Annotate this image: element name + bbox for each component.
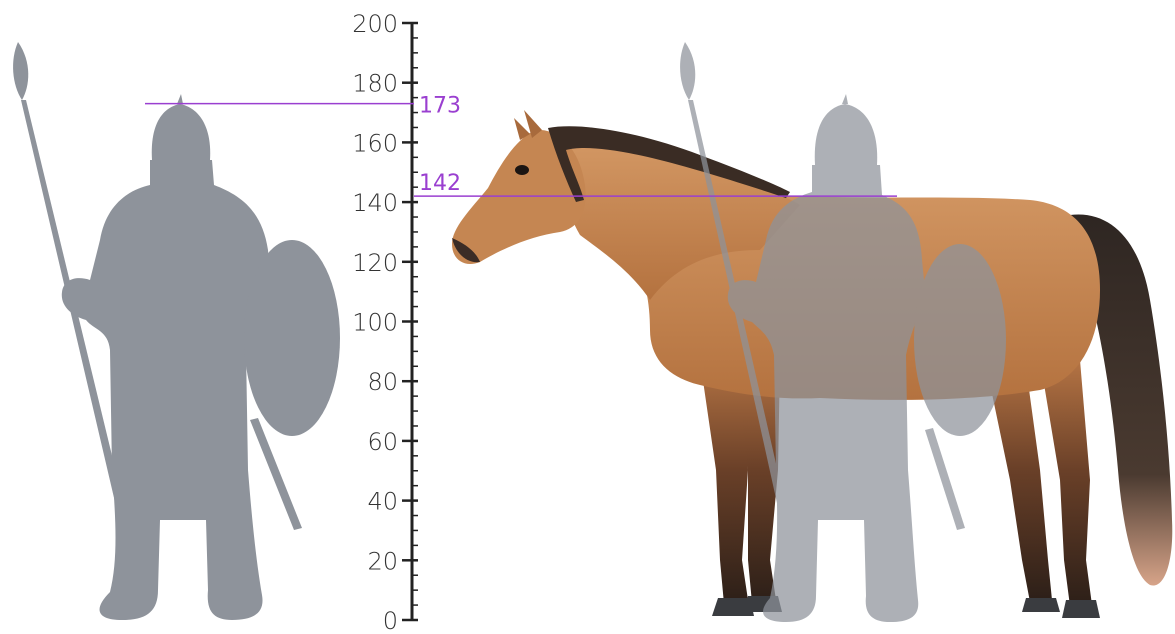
tick-label: 120 <box>352 249 398 277</box>
marker-label-rider: 173 <box>419 94 461 119</box>
helmet-icon <box>815 104 877 165</box>
tick-label: 140 <box>352 189 398 217</box>
marker-label-horse: 142 <box>419 171 461 196</box>
tick-label: 20 <box>367 547 398 575</box>
tick-label: 60 <box>367 428 398 456</box>
tick-label: 40 <box>367 488 398 516</box>
shield-icon <box>244 240 340 436</box>
warrior-silhouette <box>13 42 340 620</box>
tick-label: 160 <box>352 129 398 157</box>
tick-label: 180 <box>352 70 398 98</box>
shield-icon <box>914 244 1006 436</box>
tick-label: 200 <box>352 10 398 38</box>
horse-eye <box>515 165 529 175</box>
tick-label: 100 <box>352 309 398 337</box>
tick-label: 0 <box>383 607 398 634</box>
tick-label: 80 <box>367 368 398 396</box>
helmet-icon <box>152 104 210 160</box>
